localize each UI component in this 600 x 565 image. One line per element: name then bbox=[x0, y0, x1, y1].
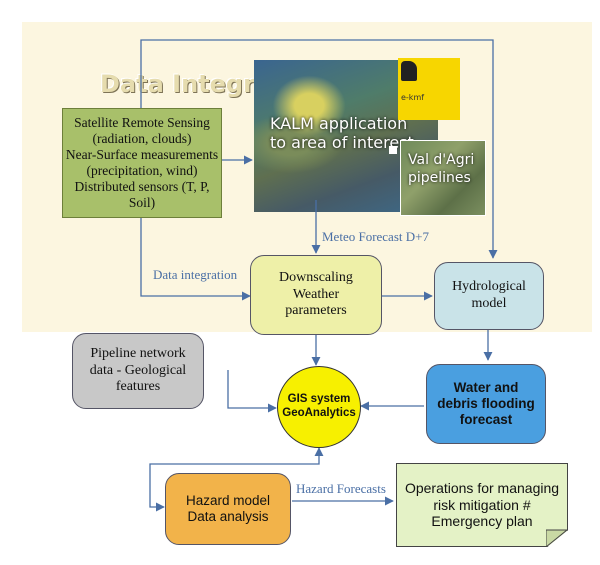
data-integration-label: Data integration bbox=[153, 267, 238, 282]
arrow-pipeline-to-gis bbox=[227, 370, 277, 413]
operations-line2: risk mitigation # bbox=[433, 496, 531, 513]
arrow-top-to-hydrological bbox=[140, 39, 498, 259]
hazard-forecasts-label: Hazard Forecasts bbox=[296, 481, 386, 496]
arrow-sources-to-downscaling bbox=[140, 218, 251, 301]
pipeline-line1: Pipeline network bbox=[90, 346, 186, 362]
pipeline-line3: features bbox=[115, 379, 161, 395]
near-surface-line: Near-Surface measurements bbox=[65, 147, 219, 163]
map-caption-line2: to area of interest bbox=[270, 133, 414, 153]
meteo-forecast-label: Meteo Forecast D+7 bbox=[322, 229, 429, 244]
small-marker-icon bbox=[389, 146, 397, 154]
distributed-sensors-line: Distributed sensors (T, P, Soil) bbox=[74, 178, 210, 210]
pipeline-line2: data - Geological bbox=[89, 362, 187, 378]
satellite-line: Satellite Remote Sensing bbox=[74, 115, 210, 131]
map-caption: KALM application to area of interest bbox=[270, 114, 414, 152]
water-line1: Water and bbox=[453, 380, 519, 396]
operations-line1: Operations for managing bbox=[404, 480, 560, 497]
operations-line3: Emergency plan bbox=[431, 513, 533, 530]
gis-line1: GIS system bbox=[287, 393, 351, 406]
downscaling-line2: Weather bbox=[292, 286, 340, 302]
six-legged-dog-icon bbox=[401, 61, 417, 81]
hazard-model-node: Hazard model Data analysis bbox=[165, 473, 291, 545]
hydrological-line2: model bbox=[471, 296, 507, 311]
operations-node: Operations for managing risk mitigation … bbox=[396, 463, 568, 547]
inset-caption: Val d'Agri pipelines bbox=[408, 152, 474, 187]
gis-line2: GeoAnalytics bbox=[282, 407, 356, 419]
inset-caption-line2: pipelines bbox=[408, 169, 471, 186]
near-surface-detail-line: (precipitation, wind) bbox=[86, 163, 198, 178]
pipeline-node: Pipeline network data - Geological featu… bbox=[72, 333, 204, 409]
downscaling-line1: Downscaling bbox=[279, 270, 353, 286]
downscaling-node: Downscaling Weather parameters bbox=[250, 255, 382, 335]
downscaling-line3: parameters bbox=[285, 303, 347, 319]
pipelines-inset-image bbox=[400, 140, 486, 216]
hydrological-node: Hydrological model bbox=[434, 262, 544, 330]
satellite-detail-line: (radiation, clouds) bbox=[92, 131, 192, 147]
map-caption-line1: KALM application bbox=[270, 114, 408, 133]
hazard-line1: Hazard model bbox=[185, 493, 271, 509]
inset-caption-line1: Val d'Agri bbox=[408, 152, 475, 168]
water-line2: debris flooding bbox=[437, 396, 535, 412]
hazard-line2: Data analysis bbox=[187, 509, 269, 524]
water-line3: forecast bbox=[459, 411, 513, 427]
data-sources-box: Satellite Remote Sensing (radiation, clo… bbox=[62, 108, 222, 218]
arrow-gis-hazard-loop bbox=[149, 447, 324, 512]
gis-node: GIS system GeoAnalytics bbox=[277, 366, 361, 448]
hydrological-line1: Hydrological bbox=[452, 279, 526, 295]
ekmf-logo-text: e-kmf bbox=[401, 93, 425, 102]
water-flooding-node: Water and debris flooding forecast bbox=[426, 364, 546, 444]
eni-logo-panel: e-kmf bbox=[398, 58, 460, 120]
page-fold-corner bbox=[546, 529, 568, 547]
